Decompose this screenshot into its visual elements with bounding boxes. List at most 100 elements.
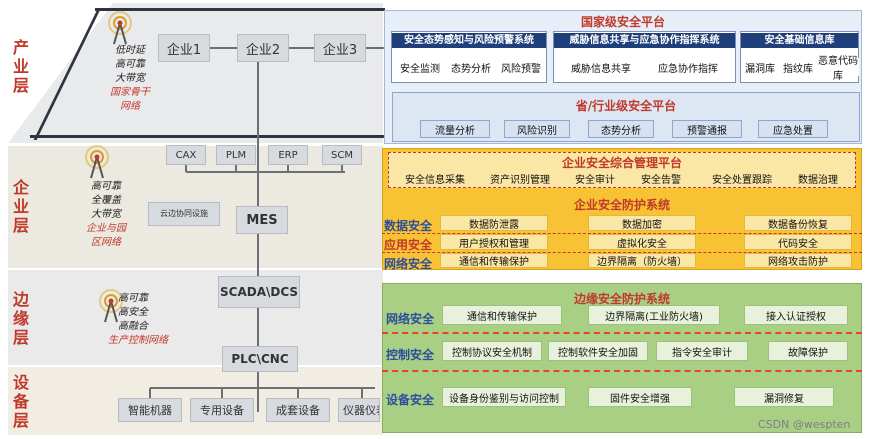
edge-row-item[interactable]: 指令安全审计 (656, 341, 748, 361)
enterprise-row-label: 数据安全 (384, 219, 433, 233)
mgmt-item[interactable]: 数据治理 (798, 174, 838, 186)
device-complete-equipment[interactable]: 成套设备 (266, 398, 330, 422)
edge-row-item[interactable]: 控制协议安全机制 (442, 341, 542, 361)
node-erp[interactable]: ERP (268, 145, 308, 165)
national-item[interactable]: 恶意代码库 (817, 56, 859, 82)
net-trait: 高可靠 (118, 293, 148, 304)
national-group-2: 威胁信息共享与应急协作指挥系统 威胁信息共享 应急协作指挥 (553, 31, 736, 83)
edge-row-item[interactable]: 通信和传输保护 (442, 305, 562, 325)
mgmt-item[interactable]: 安全处置跟踪 (712, 174, 772, 186)
industry-network-text: 低时延 高可靠 大带宽 国家骨干 网络 (100, 44, 160, 114)
national-group-3: 安全基础信息库 漏洞库 指纹库 恶意代码库 (740, 31, 859, 83)
node-cax[interactable]: CAX (166, 145, 206, 165)
node-scada-dcs[interactable]: SCADA\DCS (218, 276, 300, 308)
antenna-icon-industry (108, 11, 132, 45)
net-name: 网络 (120, 101, 140, 112)
edge-row-divider (382, 370, 862, 372)
net-name: 企业与园 (86, 223, 126, 234)
edge-row-item[interactable]: 控制软件安全加固 (548, 341, 648, 361)
layer-label-enterprise: 企业层 (12, 178, 29, 235)
national-item[interactable]: 漏洞库 (741, 58, 779, 76)
node-mes[interactable]: MES (236, 206, 288, 234)
enterprise-row-item[interactable]: 虚拟化安全 (588, 234, 696, 250)
node-enterprise-1[interactable]: 企业1 (158, 34, 210, 62)
net-trait: 高可靠 (91, 181, 121, 192)
net-name: 区网络 (91, 237, 121, 248)
net-name: 国家骨干 (110, 87, 150, 98)
provincial-item[interactable]: 风险识别 (504, 120, 570, 138)
mgmt-item[interactable]: 安全信息采集 (405, 174, 465, 186)
net-name: 生产控制网络 (108, 335, 168, 346)
device-instrument[interactable]: 仪器仪表 (338, 398, 380, 422)
enterprise-row-item[interactable]: 边界隔离（防火墙） (588, 253, 696, 268)
national-platform-title: 国家级安全平台 (580, 15, 665, 29)
net-trait: 高可靠 (115, 59, 145, 70)
enterprise-row-label: 网络安全 (384, 257, 433, 271)
national-item[interactable]: 威胁信息共享 (560, 58, 642, 76)
node-enterprise-2[interactable]: 企业2 (237, 34, 289, 62)
enterprise-mgmt-box (388, 152, 856, 188)
device-special-equipment[interactable]: 专用设备 (190, 398, 254, 422)
industry-plane-bottom (30, 135, 385, 138)
net-trait: 大带宽 (91, 209, 121, 220)
edge-row-item[interactable]: 漏洞修复 (734, 387, 834, 407)
edge-row-label: 设备安全 (386, 393, 435, 407)
edge-layer-band (8, 270, 383, 365)
edge-protect-title: 边缘安全防护系统 (573, 292, 670, 306)
enterprise-row-item[interactable]: 用户授权和管理 (440, 234, 548, 250)
enterprise-network-text: 高可靠 全覆盖 大带宽 企业与园 区网络 (76, 180, 136, 250)
enterprise-row-item[interactable]: 数据加密 (588, 215, 696, 231)
layer-label-edge: 边缘层 (12, 290, 29, 347)
provincial-platform-title: 省/行业级安全平台 (575, 99, 677, 113)
node-enterprise-3[interactable]: 企业3 (314, 34, 366, 62)
watermark: CSDN @wespten (758, 418, 851, 431)
enterprise-row-item[interactable]: 代码安全 (744, 234, 852, 250)
antenna-icon-enterprise (85, 145, 109, 179)
enterprise-row-item[interactable]: 数据备份恢复 (744, 215, 852, 231)
enterprise-mgmt-title: 企业安全综合管理平台 (561, 156, 682, 170)
provincial-item[interactable]: 预警通报 (672, 120, 742, 138)
net-trait: 全覆盖 (91, 195, 121, 206)
antenna-icon-edge (99, 289, 123, 323)
edge-row-divider (382, 332, 862, 334)
national-group-1-title: 安全态势感知与风险预警系统 (392, 33, 546, 48)
net-trait: 高安全 (118, 307, 148, 318)
mgmt-item[interactable]: 安全告警 (641, 174, 681, 186)
national-group-3-title: 安全基础信息库 (741, 33, 858, 48)
edge-row-item[interactable]: 故障保护 (768, 341, 848, 361)
national-item[interactable]: 风险预警 (496, 58, 546, 76)
node-scm[interactable]: SCM (322, 145, 362, 165)
edge-row-item[interactable]: 设备身份鉴别与访问控制 (442, 387, 566, 407)
node-plc-cnc[interactable]: PLC\CNC (222, 346, 298, 372)
mgmt-item[interactable]: 安全审计 (575, 174, 615, 186)
enterprise-protect-title: 企业安全防护系统 (573, 198, 670, 212)
national-item[interactable]: 指纹库 (779, 58, 817, 76)
national-item[interactable]: 安全监测 (394, 58, 446, 76)
edge-row-item[interactable]: 边界隔离(工业防火墙) (588, 305, 720, 325)
node-plm[interactable]: PLM (216, 145, 256, 165)
mgmt-item[interactable]: 资产识别管理 (490, 174, 550, 186)
edge-row-label: 控制安全 (386, 348, 435, 362)
cloud-edge-facility[interactable]: 云边协同设施 (148, 202, 220, 226)
net-trait: 大带宽 (115, 73, 145, 84)
layer-label-industry: 产业层 (12, 38, 29, 95)
national-item[interactable]: 应急协作指挥 (644, 58, 732, 76)
enterprise-row-divider (382, 252, 862, 253)
enterprise-row-item[interactable]: 数据防泄露 (440, 215, 548, 231)
enterprise-row-item[interactable]: 网络攻击防护 (744, 253, 852, 268)
national-group-2-title: 威胁信息共享与应急协作指挥系统 (554, 33, 735, 48)
provincial-item[interactable]: 应急处置 (758, 120, 828, 138)
national-group-1: 安全态势感知与风险预警系统 安全监测 态势分析 风险预警 (391, 31, 547, 83)
national-item[interactable]: 态势分析 (446, 58, 496, 76)
net-trait: 低时延 (115, 45, 145, 56)
edge-row-item[interactable]: 接入认证授权 (744, 305, 848, 325)
provincial-item[interactable]: 流量分析 (420, 120, 490, 138)
enterprise-row-item[interactable]: 通信和传输保护 (440, 253, 548, 268)
edge-row-label: 网络安全 (386, 312, 435, 326)
edge-row-item[interactable]: 固件安全增强 (588, 387, 692, 407)
industry-plane-edge (95, 8, 385, 11)
net-trait: 高融合 (118, 321, 148, 332)
edge-network-text: 高可靠 高安全 高融合 生产控制网络 (108, 292, 198, 348)
device-smart-machine[interactable]: 智能机器 (118, 398, 182, 422)
provincial-item[interactable]: 态势分析 (588, 120, 654, 138)
